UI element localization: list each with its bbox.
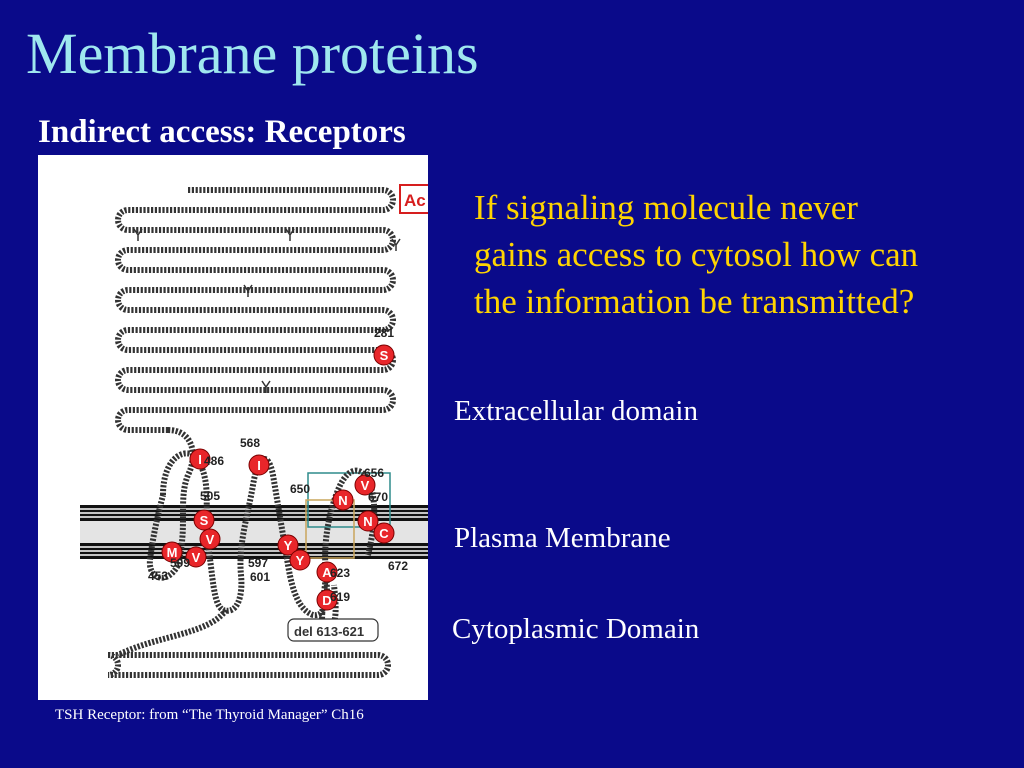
residue-letter: C bbox=[379, 526, 389, 541]
residue-marker bbox=[189, 448, 211, 470]
residue-number: 672 bbox=[388, 559, 408, 573]
residue-letter: V bbox=[361, 478, 370, 493]
residue-marker bbox=[193, 509, 215, 531]
plasma-membrane-label: Plasma Membrane bbox=[454, 522, 671, 554]
residue-number: 656 bbox=[364, 466, 384, 480]
residue-marker bbox=[161, 541, 183, 563]
residue-number: 486 bbox=[204, 454, 224, 468]
residue-letter: S bbox=[380, 348, 389, 363]
residue-marker bbox=[277, 534, 299, 556]
question-line-1: If signaling molecule never bbox=[474, 188, 858, 227]
box-label: Ac bbox=[404, 191, 426, 210]
residue-number: 509 bbox=[170, 556, 190, 570]
residue-number: 670 bbox=[368, 490, 388, 504]
residue-marker bbox=[316, 561, 338, 583]
question-line-2: gains access to cytosol how can bbox=[474, 235, 919, 274]
residue-marker bbox=[185, 546, 207, 568]
residue-letter: M bbox=[167, 545, 178, 560]
extracellular-chain bbox=[115, 187, 396, 433]
glycosylation-sites bbox=[133, 228, 401, 393]
deletion-frame bbox=[287, 618, 379, 642]
extracellular-domain-label: Extracellular domain bbox=[454, 395, 698, 427]
residue-number: 650 bbox=[290, 482, 310, 496]
residue-marker bbox=[289, 549, 311, 571]
residue-marker bbox=[357, 510, 379, 532]
cytoplasmic-domain-label: Cytoplasmic Domain bbox=[452, 613, 700, 645]
residue-marker bbox=[354, 474, 376, 496]
residue-letter: I bbox=[257, 458, 261, 473]
deletion-label: del 613-621 bbox=[294, 624, 364, 639]
residue-number: 623 bbox=[330, 566, 350, 580]
residue-number: 597 bbox=[248, 556, 268, 570]
residue-letter: Y bbox=[296, 553, 305, 568]
residue-marker bbox=[248, 454, 270, 476]
residue-marker bbox=[316, 589, 338, 611]
residue-number: 601 bbox=[250, 570, 270, 584]
residue-number: 453 bbox=[148, 569, 168, 583]
residue-letter: S bbox=[200, 513, 209, 528]
question-text: If signaling molecule never gains access… bbox=[474, 184, 1014, 325]
residue-letter: N bbox=[338, 493, 347, 508]
residue-marker bbox=[332, 489, 354, 511]
slide-title: Membrane proteins bbox=[26, 21, 479, 86]
extracellular-serpentine bbox=[115, 187, 396, 433]
slide-subtitle: Indirect access: Receptors bbox=[38, 114, 406, 150]
residue-number: 619 bbox=[330, 590, 350, 604]
residue-letter: N bbox=[363, 514, 372, 529]
box-label-frame bbox=[399, 184, 428, 214]
residue-number: 281 bbox=[374, 326, 394, 340]
question-line-3: the information be transmitted? bbox=[474, 282, 915, 321]
residue-letter: V bbox=[192, 550, 201, 565]
residue-marker bbox=[373, 344, 395, 366]
residue-letter: D bbox=[322, 593, 331, 608]
residue-letter: A bbox=[322, 565, 332, 580]
figure-caption: TSH Receptor: from “The Thyroid Manager”… bbox=[55, 707, 364, 723]
residue-letter: Y bbox=[284, 538, 293, 553]
residue-number: 505 bbox=[200, 489, 220, 503]
residue-letter: V bbox=[206, 532, 215, 547]
residue-number: 568 bbox=[240, 436, 260, 450]
residue-marker bbox=[373, 522, 395, 544]
residue-marker bbox=[199, 528, 221, 550]
residue-letter: I bbox=[198, 452, 202, 467]
